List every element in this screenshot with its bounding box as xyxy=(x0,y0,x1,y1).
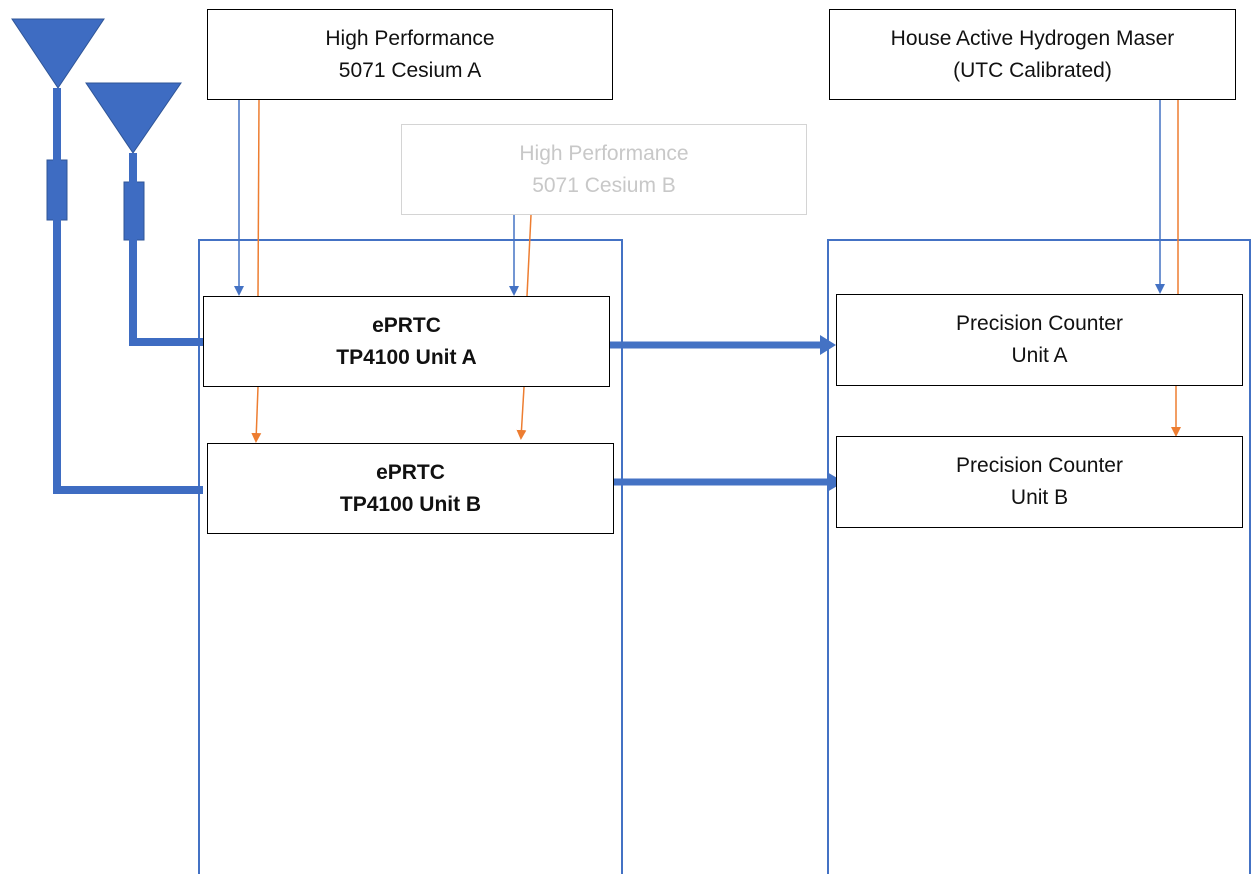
hydrogen-maser-box: House Active Hydrogen Maser (UTC Calibra… xyxy=(829,9,1236,100)
cesium-b-line2: 5071 Cesium B xyxy=(532,173,676,197)
counter-a-line2: Unit A xyxy=(1011,344,1068,367)
counter-b-line2: Unit B xyxy=(1010,486,1069,509)
eprtc-a-line2: TP4100 Unit A xyxy=(336,345,477,369)
left-rack-outline xyxy=(198,239,623,874)
eprtc-unit-a-box: ePRTC TP4100 Unit A xyxy=(203,296,610,387)
antenna-cable-a xyxy=(129,153,203,346)
antenna-icon xyxy=(85,82,182,154)
precision-counter-b-box: Precision Counter Unit B xyxy=(836,436,1243,528)
eprtc-a-to-counter-a-arrow xyxy=(610,335,836,355)
eprtc-b-line2: TP4100 Unit B xyxy=(339,492,482,516)
eprtc-a-line1: ePRTC xyxy=(372,313,441,337)
eprtc-b-line1: ePRTC xyxy=(376,460,445,484)
eprtc-b-to-counter-b-arrow xyxy=(614,472,844,492)
cesium-b-1pps-line xyxy=(526,214,532,297)
right-rack-outline xyxy=(827,239,1251,874)
cesium-a-line2: 5071 Cesium A xyxy=(338,58,482,82)
antenna-cable-b xyxy=(53,88,203,494)
counter-b-line1: Precision Counter xyxy=(956,454,1123,477)
cesium-a-line1: High Performance xyxy=(325,26,495,50)
maser-line2: (UTC Calibrated) xyxy=(953,58,1112,82)
cesium-a-1pps-arrow-b xyxy=(251,386,262,443)
eprtc-unit-b-box: ePRTC TP4100 Unit B xyxy=(207,443,614,534)
cesium-a-box: High Performance 5071 Cesium A xyxy=(207,9,613,100)
antenna-icon xyxy=(11,18,105,89)
maser-line1: House Active Hydrogen Maser xyxy=(890,26,1175,50)
cesium-b-line1: High Performance xyxy=(519,141,689,165)
cesium-b-box: High Performance 5071 Cesium B xyxy=(401,124,807,215)
cesium-a-1pps-line xyxy=(257,99,260,297)
counter-a-line1: Precision Counter xyxy=(956,312,1123,335)
precision-counter-a-box: Precision Counter Unit A xyxy=(836,294,1243,386)
cesium-b-1pps-arrow-b xyxy=(516,386,527,440)
